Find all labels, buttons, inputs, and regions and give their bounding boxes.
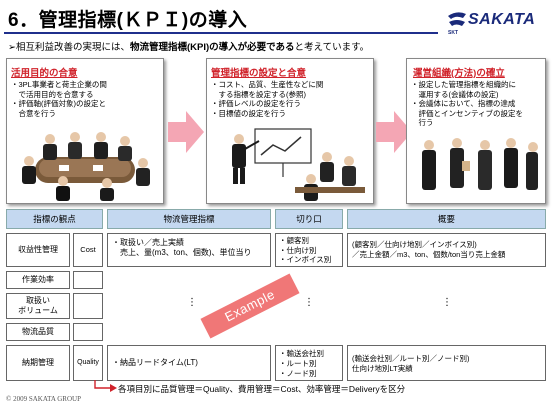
row-sublabel-quality: Quality	[73, 345, 103, 381]
slide-title: 6．管理指標(ＫＰＩ)の導入	[8, 10, 248, 31]
panel-header: 運営組織(方法)の確立	[413, 68, 505, 79]
intro-prefix: ➢相互利益改善の実現には、	[8, 42, 130, 53]
title-rule	[4, 32, 438, 34]
summary-cell-quality: (輸送会社別／ルート別／ノード別) 仕向け地別LT実績	[347, 345, 546, 381]
example-stamp: Example	[200, 273, 300, 339]
intro-bold: 物流管理指標(KPI)の導入が必要である	[129, 42, 295, 53]
logo-mark-icon	[448, 12, 466, 26]
panel-text: ・3PL事業者と荷主企業の間 で活用目的を合意する ・評価軸(評価対象)の設定と…	[11, 80, 107, 118]
row-label-efficiency: 作業効率	[6, 271, 70, 289]
table-header-cut: 切り口	[275, 209, 343, 229]
logo-subtext: SKT	[448, 30, 458, 36]
conference-illustration-icon	[422, 138, 538, 190]
row-label-delivery: 納期管理	[6, 345, 70, 381]
panel-purpose-agreement: 活用目的の合意 ・3PL事業者と荷主企業の間 で活用目的を合意する ・評価軸(評…	[6, 58, 164, 204]
presentation-illustration-icon	[232, 128, 365, 201]
flow-arrow-icon	[168, 111, 204, 153]
ellipsis-summary: ⋮	[442, 297, 452, 308]
row-sublabel-empty	[73, 271, 103, 289]
flow-arrow-icon	[376, 111, 412, 153]
cut-cell-quality: ・輸送会社別 ・ルート別 ・ノード別	[275, 345, 343, 381]
panel-text: ・コスト、品質、生産性などに関 する指標を設定する(参照) ・評価レベルの設定を…	[211, 80, 324, 118]
copyright: © 2009 SAKATA GROUP	[6, 395, 81, 403]
row-sublabel-cost: Cost	[73, 233, 103, 267]
indicator-cell-cost: ・取扱い／売上実績 売上、量(m3、ton、個数)、単位当り	[107, 233, 271, 267]
row-sublabel-empty	[73, 323, 103, 341]
panel-text: ・設定した管理指標を組織的に 運用する(会議体の設定) ・会議体において、指標の…	[411, 80, 524, 127]
ellipsis-cut: ⋮	[304, 297, 314, 308]
footnote-arrow-icon	[94, 380, 117, 392]
panel-header: 管理指標の設定と合意	[211, 68, 307, 79]
footnote: 各項目別に品質管理＝Quality、費用管理＝Cost、効率管理＝Deliver…	[118, 384, 406, 394]
intro-statement: ➢相互利益改善の実現には、物流管理指標(KPI)の導入が必要であると考えています…	[8, 39, 369, 53]
meeting-illustration-icon	[22, 132, 150, 201]
sakata-logo: SAKATA SKT	[446, 9, 550, 36]
row-label-volume: 取扱い ボリューム	[6, 293, 70, 319]
panel-organization: 運営組織(方法)の確立 ・設定した管理指標を組織的に 運用する(会議体の設定) …	[406, 58, 546, 204]
panel-indicator-setting: 管理指標の設定と合意 ・コスト、品質、生産性などに関 する指標を設定する(参照)…	[206, 58, 374, 204]
ellipsis-indicator: ⋮	[187, 297, 197, 308]
table-header-indicator: 物流管理指標	[107, 209, 271, 229]
logo-text: SAKATA	[468, 11, 536, 28]
cut-cell-cost: ・顧客別 ・仕向け別 ・インボイス別	[275, 233, 343, 267]
row-label-profitability: 収益性管理	[6, 233, 70, 267]
table-header-summary: 概要	[347, 209, 546, 229]
table-header-perspective: 指標の観点	[6, 209, 103, 229]
row-label-quality: 物流品質	[6, 323, 70, 341]
summary-cell-cost: (顧客別／仕向け地別／インボイス別) ／売上金額／m3、ton、個数/ton当り…	[347, 233, 546, 267]
row-sublabel-empty	[73, 293, 103, 319]
intro-suffix: と考えています。	[294, 42, 370, 53]
panel-header: 活用目的の合意	[11, 68, 78, 79]
indicator-cell-quality: ・納品リードタイム(LT)	[107, 345, 271, 381]
